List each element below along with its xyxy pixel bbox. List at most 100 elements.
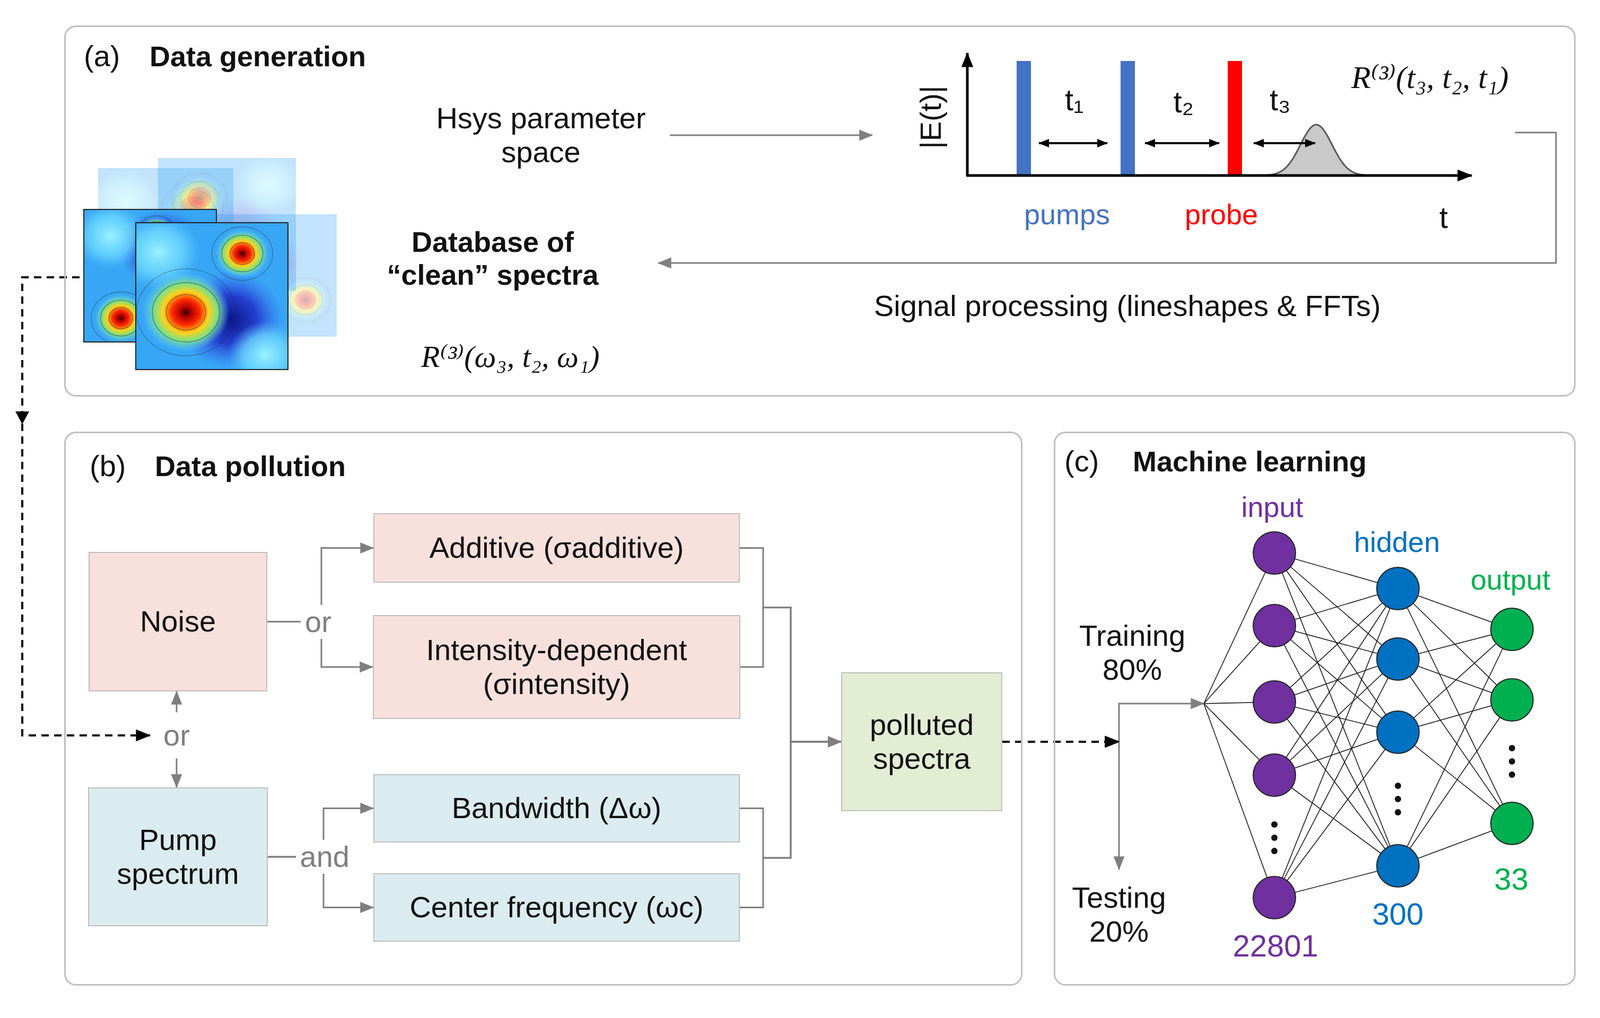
panel-box: (b)Data pollutionNoiseorPump spectrumAdd… (64, 431, 1023, 986)
contour-line (188, 187, 211, 208)
connector (1002, 703, 1204, 742)
process-box: polluted spectra (841, 672, 1003, 812)
process-box: Bandwidth (Δω) (451, 791, 662, 826)
pump-pulse (1016, 60, 1031, 176)
connector (669, 135, 873, 136)
spectrum-peak (234, 158, 296, 215)
split-label-node: Testing 20% (1067, 880, 1171, 950)
neuron (1253, 604, 1296, 648)
network-weight (1274, 625, 1398, 733)
neuron (1376, 844, 1420, 888)
delay-arrow (1038, 142, 1108, 145)
connector (739, 548, 842, 743)
connector-path (658, 132, 1556, 264)
contour-line (109, 307, 134, 330)
layer-name: input (1241, 490, 1304, 524)
ellipsis-dot (1394, 796, 1402, 803)
delay-label: t₂ (1173, 84, 1195, 120)
ellipsis-dot (1508, 758, 1516, 765)
panel-box: (c)Machine learningTesting 20%inputhidde… (1053, 431, 1576, 986)
layer-size: 33 (1494, 861, 1529, 898)
connector-path (176, 691, 178, 713)
neuron (1376, 637, 1420, 681)
junction-label: or (150, 712, 204, 759)
process-box: Center frequency (ωc) (373, 873, 740, 942)
process-box: Pump spectrum (88, 787, 268, 927)
panel-title: Data pollution (154, 449, 346, 483)
connector (176, 691, 178, 713)
neuron (1253, 680, 1296, 724)
delay-arrow (1144, 142, 1220, 145)
network-weight (1397, 629, 1512, 733)
neuron (1490, 802, 1534, 845)
ellipsis-dot (1271, 847, 1278, 855)
process-box: Intensity-dependent (σintensity) (372, 615, 741, 720)
probe-pulse (1227, 60, 1243, 176)
contour-line (165, 294, 206, 330)
panel-title: Machine learning (1132, 444, 1367, 478)
axis-label: |E(t)| (913, 85, 948, 150)
dashed-connector-path (1002, 740, 1119, 743)
connector-path (176, 758, 178, 789)
contour-line (152, 282, 220, 343)
connector (739, 741, 842, 908)
spectra-database-node: Database of “clean” spectraR⁽³⁾(ω₃, t₂, … (79, 153, 659, 388)
panel-box: (a)Data generationHsys parameter spaceR⁽… (64, 25, 1576, 397)
delay-label: t₃ (1269, 82, 1291, 118)
ellipsis-dot (1271, 821, 1278, 828)
connector-path (1118, 741, 1121, 870)
layer-name: output (1470, 563, 1551, 597)
dashed-connector-path (1002, 740, 1119, 743)
spectrum-peak (228, 321, 288, 370)
panel-letter: (a) (83, 39, 120, 74)
process-box: Center frequency (ωc) (409, 890, 704, 925)
contour-line (100, 300, 142, 337)
connector (658, 132, 1556, 264)
ellipsis-dot (1508, 771, 1516, 778)
process-box: Intensity-dependent (σintensity) (384, 633, 729, 702)
input-fan-line (1203, 703, 1275, 898)
split-label-node: Testing 20% (1056, 869, 1182, 960)
contour-line (212, 226, 274, 281)
signal-fill (1254, 124, 1379, 176)
neuron (1490, 678, 1534, 722)
junction-label: or (163, 718, 190, 753)
neuron (1253, 531, 1296, 575)
parameter-text-node: Hsys parameter space (412, 84, 670, 186)
layer-size: 300 (1372, 896, 1424, 933)
contour-line (295, 291, 316, 310)
neuron (1376, 567, 1420, 610)
ellipsis-dot (1508, 745, 1516, 752)
process-box: Additive (σadditive) (429, 530, 685, 565)
pump-pulse (1120, 60, 1135, 176)
connector (1002, 741, 1119, 870)
connector-path (739, 741, 842, 908)
network-weight (1274, 588, 1398, 703)
spectrum-frame (135, 222, 288, 370)
spectrum-peak (142, 272, 230, 352)
contour-line (221, 235, 264, 273)
pulse-label: probe (1184, 197, 1258, 231)
spectrum-peak (283, 280, 328, 320)
contour-line (288, 285, 323, 316)
neuron (1376, 711, 1420, 754)
pulse-label: pumps (1024, 197, 1110, 231)
network-weight (1274, 659, 1398, 776)
response-function: R⁽³⁾(t₃, t₂, t₁) (1351, 59, 1509, 96)
connector-path (669, 134, 873, 137)
edge-label: Signal processing (lineshapes & FFTs) (873, 289, 1381, 323)
edge-label: and (295, 840, 354, 874)
connector (176, 758, 178, 789)
network-node: inputhiddenoutput2280130033 (1203, 490, 1570, 976)
panel-letter: (c) (1064, 444, 1099, 479)
process-box: Additive (σadditive) (373, 513, 740, 583)
neuron (1253, 754, 1296, 797)
connector-path (1118, 703, 1204, 742)
neuron (1253, 876, 1296, 920)
axis-line (966, 174, 1472, 178)
spectrum-peak (215, 229, 269, 278)
delay-label: t₁ (1064, 82, 1084, 118)
process-box: Noise (140, 604, 216, 639)
ellipsis-dot (1394, 809, 1402, 816)
